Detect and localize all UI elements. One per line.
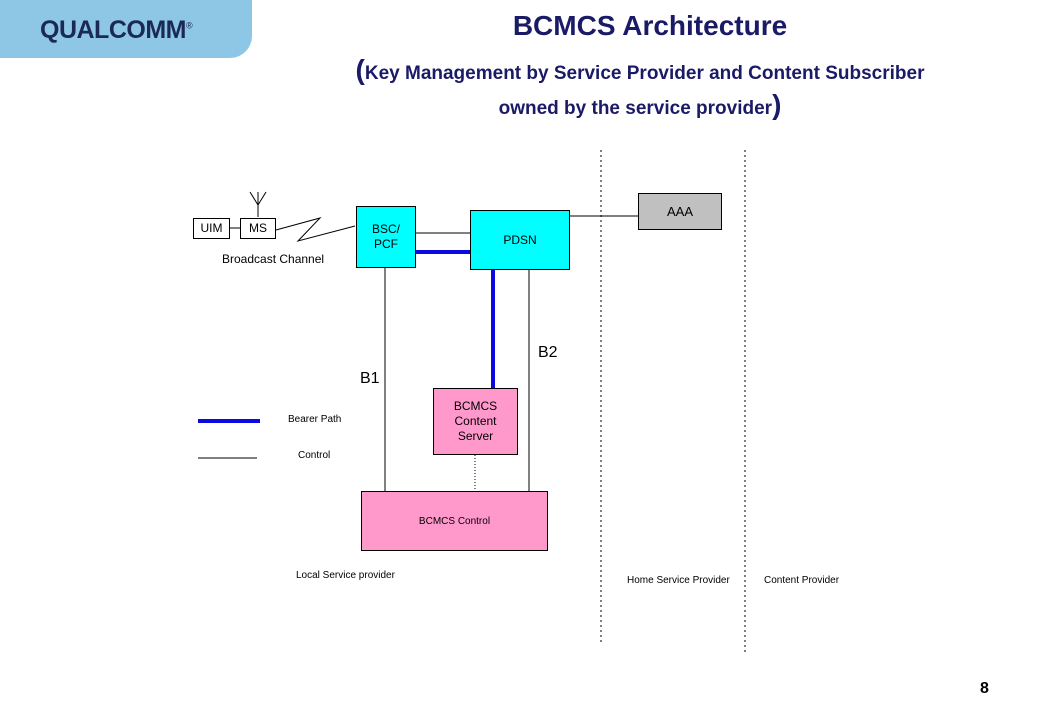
aaa-label: AAA (666, 204, 693, 219)
local-service-provider-label: Local Service provider (296, 570, 395, 581)
content-provider-label: Content Provider (764, 575, 840, 586)
ms-label: MS (249, 221, 267, 235)
qualcomm-logo: QUALCOMM® (40, 16, 193, 45)
uim-label: UIM (200, 221, 223, 235)
page-number: 8 (980, 680, 989, 697)
ms-box: MS (240, 218, 276, 239)
slide-title: BCMCS Architecture (512, 10, 788, 41)
pdsn-label: PDSN (503, 232, 537, 247)
b2-label: B2 (538, 344, 558, 361)
pdsn-box: PDSN (470, 210, 570, 270)
uim-box: UIM (193, 218, 230, 239)
b1-label: B1 (360, 370, 380, 387)
bcmcs-control-box: BCMCS Control (361, 491, 548, 551)
pcf-label: PCF (373, 237, 398, 251)
slide-subtitle: (Key Management by Service Provider and … (262, 54, 1018, 124)
aaa-box: AAA (638, 193, 722, 230)
home-service-provider-label: Home Service Provider (627, 575, 730, 586)
legend-bearer-path: Bearer Path (288, 414, 342, 425)
broadcast-channel-label: Broadcast Channel (222, 252, 325, 266)
radio-link-bolt (275, 217, 356, 242)
bsc-pcf-box: BSC/PCF (356, 206, 416, 268)
legend-control: Control (298, 450, 331, 461)
subtitle-line-1: Key Management by Service Provider and C… (364, 63, 925, 84)
logo-text: QUALCOMM (40, 16, 186, 44)
antenna-left (249, 191, 259, 206)
bsc-label: BSC/ (371, 222, 400, 236)
content-server-label-2: Content (454, 414, 497, 428)
content-server-label-3: Server (457, 429, 494, 443)
subtitle-line-2: owned by the service provider (498, 98, 773, 119)
registered-mark: ® (185, 20, 193, 31)
subtitle-close-paren: ) (772, 89, 782, 120)
bcmcs-control-label: BCMCS Control (418, 515, 491, 527)
logo-background (0, 0, 252, 58)
content-server-label-1: BCMCS (453, 399, 498, 413)
subtitle-open-paren: ( (355, 54, 365, 85)
antenna-right (257, 191, 267, 206)
